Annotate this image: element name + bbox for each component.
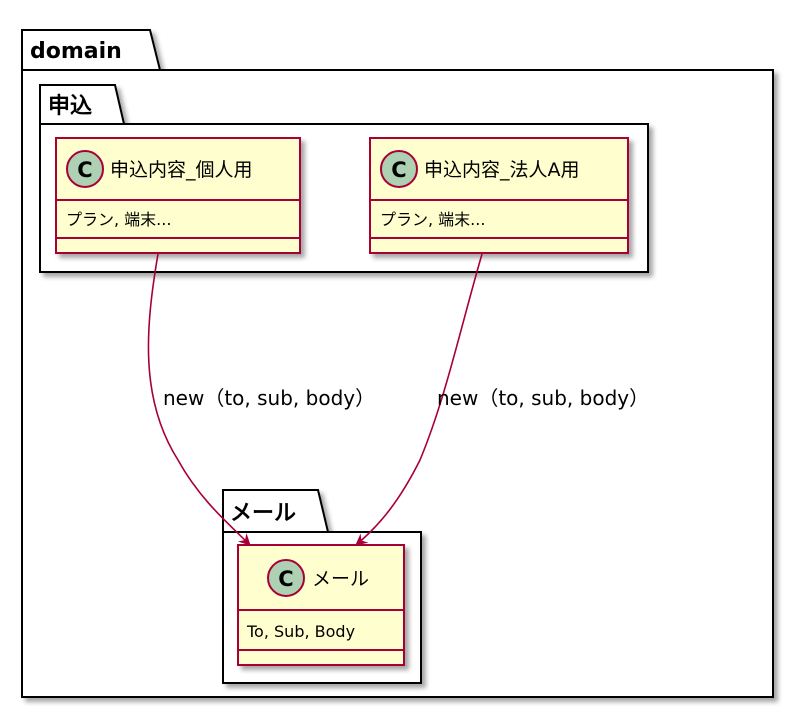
class-stereotype-letter: C — [391, 158, 406, 182]
class-mail-attribute: To, Sub, Body — [246, 622, 355, 641]
class-corporate-attribute: プラン, 端末... — [380, 210, 485, 229]
class-individual-attribute: プラン, 端末... — [66, 210, 171, 229]
edge-corporate-to-mail[interactable] — [355, 253, 483, 546]
class-stereotype-icon — [66, 150, 104, 188]
class-stereotype-icon — [267, 559, 305, 597]
edge-corporate-label: new（to, sub, body） — [437, 386, 649, 410]
class-mail-name: メール — [312, 568, 369, 590]
class-corporate[interactable]: C 申込内容_法人A用 プラン, 端末... — [369, 137, 629, 254]
class-individual[interactable]: C 申込内容_個人用 プラン, 端末... — [55, 137, 301, 254]
class-corporate-name: 申込内容_法人A用 — [424, 159, 580, 181]
edge-individual-label: new（to, sub, body） — [163, 386, 375, 410]
edge-individual-to-mail[interactable] — [147, 253, 251, 546]
class-stereotype-letter: C — [77, 158, 92, 182]
package-domain-title: domain — [30, 39, 122, 64]
package-moshikomi-title: 申込 — [48, 94, 92, 119]
package-mail-title: メール — [230, 501, 296, 526]
class-individual-name: 申込内容_個人用 — [110, 159, 253, 181]
class-mail[interactable]: C メール To, Sub, Body — [237, 544, 405, 666]
class-stereotype-icon — [380, 150, 418, 188]
class-stereotype-letter: C — [278, 567, 293, 591]
